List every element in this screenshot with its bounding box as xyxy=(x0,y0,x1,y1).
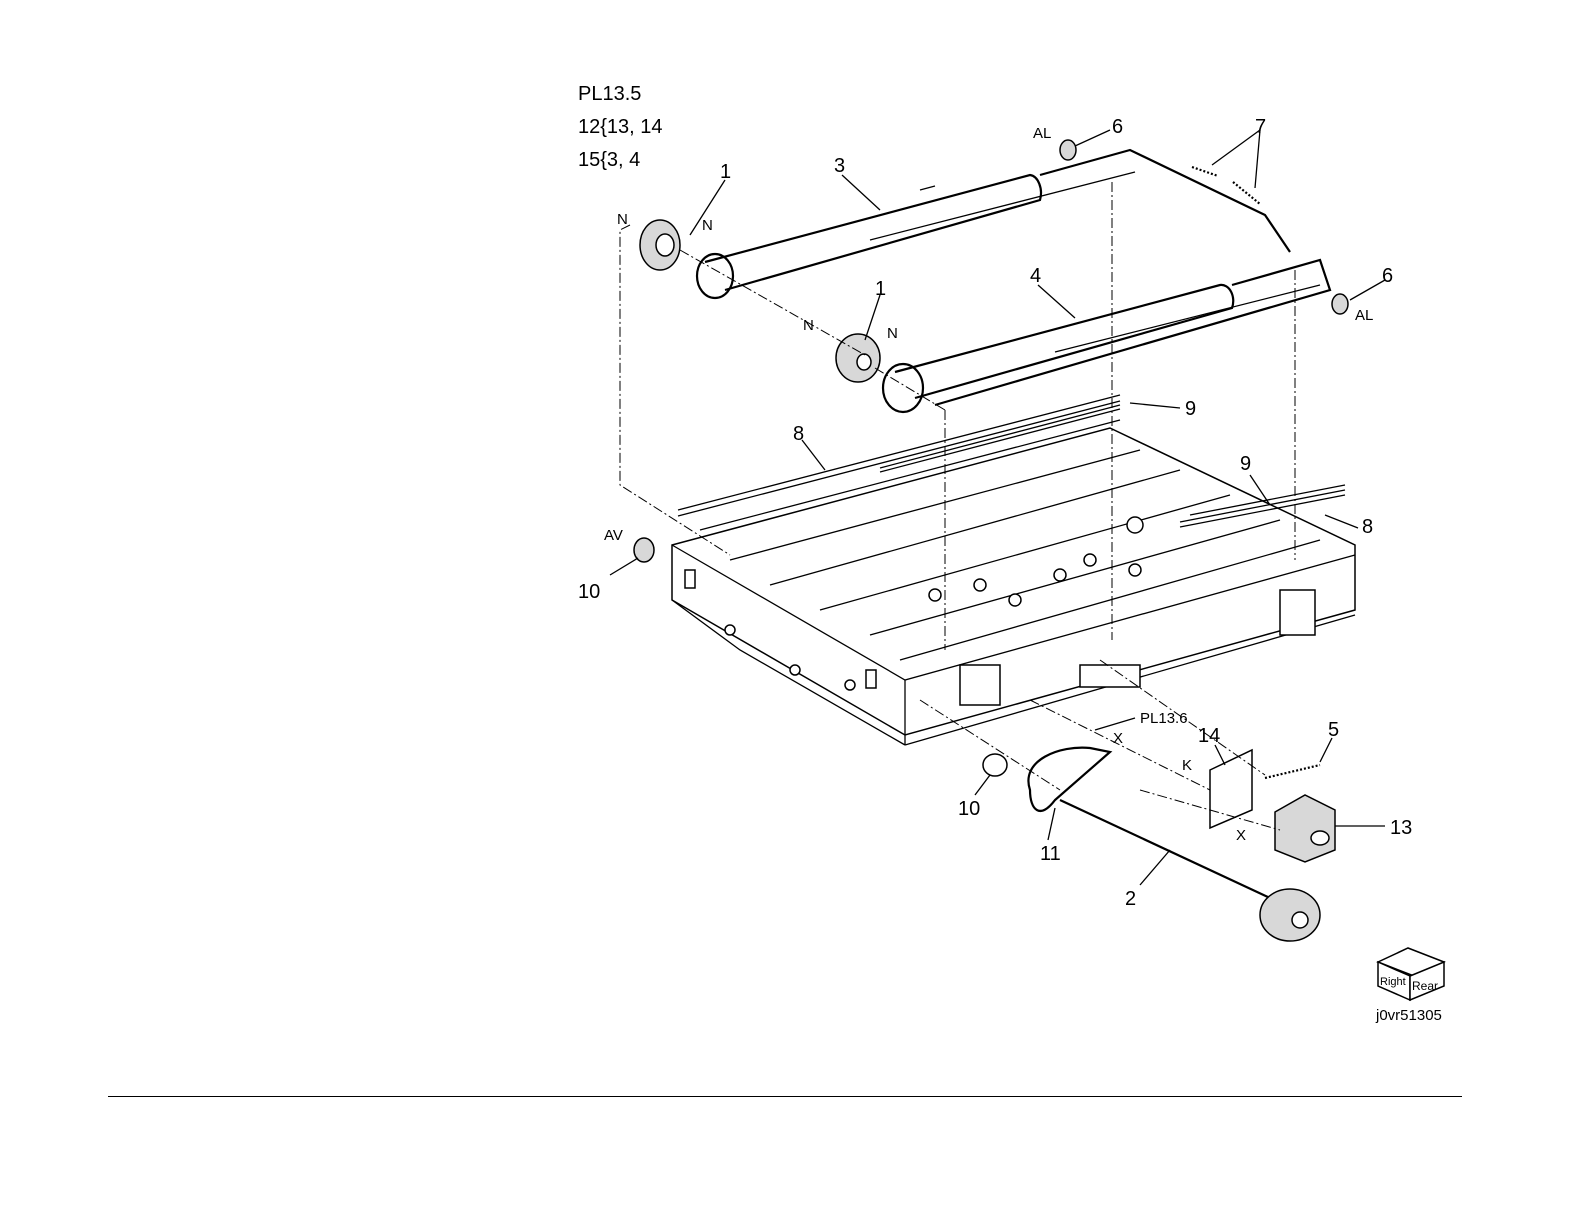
tag-n-1: N xyxy=(617,211,628,228)
callout-6-lower: 6 xyxy=(1382,265,1393,287)
callout-3: 3 xyxy=(834,155,845,177)
callout-8-right: 8 xyxy=(1362,516,1373,538)
callout-9-lower: 9 xyxy=(1240,453,1251,475)
callout-13: 13 xyxy=(1390,817,1412,839)
carriage-3 xyxy=(697,150,1290,298)
spring-5 xyxy=(1265,765,1320,778)
tag-x-2: X xyxy=(1236,827,1246,844)
pulley-1-upper xyxy=(640,220,680,270)
callout-1-upper: 1 xyxy=(720,161,731,183)
kit-line-1: 12{13, 14 xyxy=(578,116,663,138)
callout-9-upper: 9 xyxy=(1185,398,1196,420)
tag-al-1: AL xyxy=(1033,125,1051,142)
callout-10-left: 10 xyxy=(578,581,600,603)
callout-4: 4 xyxy=(1030,265,1041,287)
tag-x-1: X xyxy=(1113,730,1123,747)
tag-n-2: N xyxy=(702,217,713,234)
orientation-right-label: Right xyxy=(1380,976,1406,988)
tag-al-2: AL xyxy=(1355,307,1373,324)
callout-10-right: 10 xyxy=(958,798,980,820)
orientation-rear-label: Rear xyxy=(1412,979,1438,993)
callout-7: 7 xyxy=(1255,116,1266,138)
motor-13 xyxy=(1275,795,1335,862)
callout-11: 11 xyxy=(1040,843,1061,865)
callout-5: 5 xyxy=(1328,719,1339,741)
footer-rule xyxy=(108,1096,1462,1097)
callout-14: 14 xyxy=(1198,725,1220,747)
pulley-6-lower xyxy=(1332,294,1348,314)
scanner-frame xyxy=(672,420,1355,745)
callout-1-lower: 1 xyxy=(875,278,886,300)
callout-8-left: 8 xyxy=(793,423,804,445)
pulley-6-upper xyxy=(1060,140,1076,160)
figure-id: j0vr51305 xyxy=(1375,1007,1442,1024)
bearing-10-right xyxy=(983,754,1007,776)
callout-2: 2 xyxy=(1125,888,1136,910)
kit-line-2: 15{3, 4 xyxy=(578,149,640,171)
callout-6-upper: 6 xyxy=(1112,116,1123,138)
pulley-1-lower xyxy=(836,334,880,382)
tag-av: AV xyxy=(604,527,623,544)
tag-k: K xyxy=(1182,757,1192,774)
orientation-cube: Right Rear xyxy=(1378,948,1444,1000)
cross-reference-plate: PL13.6 xyxy=(1140,710,1188,727)
belt-11 xyxy=(1028,748,1110,811)
tag-n-3: N xyxy=(803,317,814,334)
carriage-4 xyxy=(883,260,1330,412)
plate-number: PL13.5 xyxy=(578,83,641,105)
tag-n-4: N xyxy=(887,325,898,342)
